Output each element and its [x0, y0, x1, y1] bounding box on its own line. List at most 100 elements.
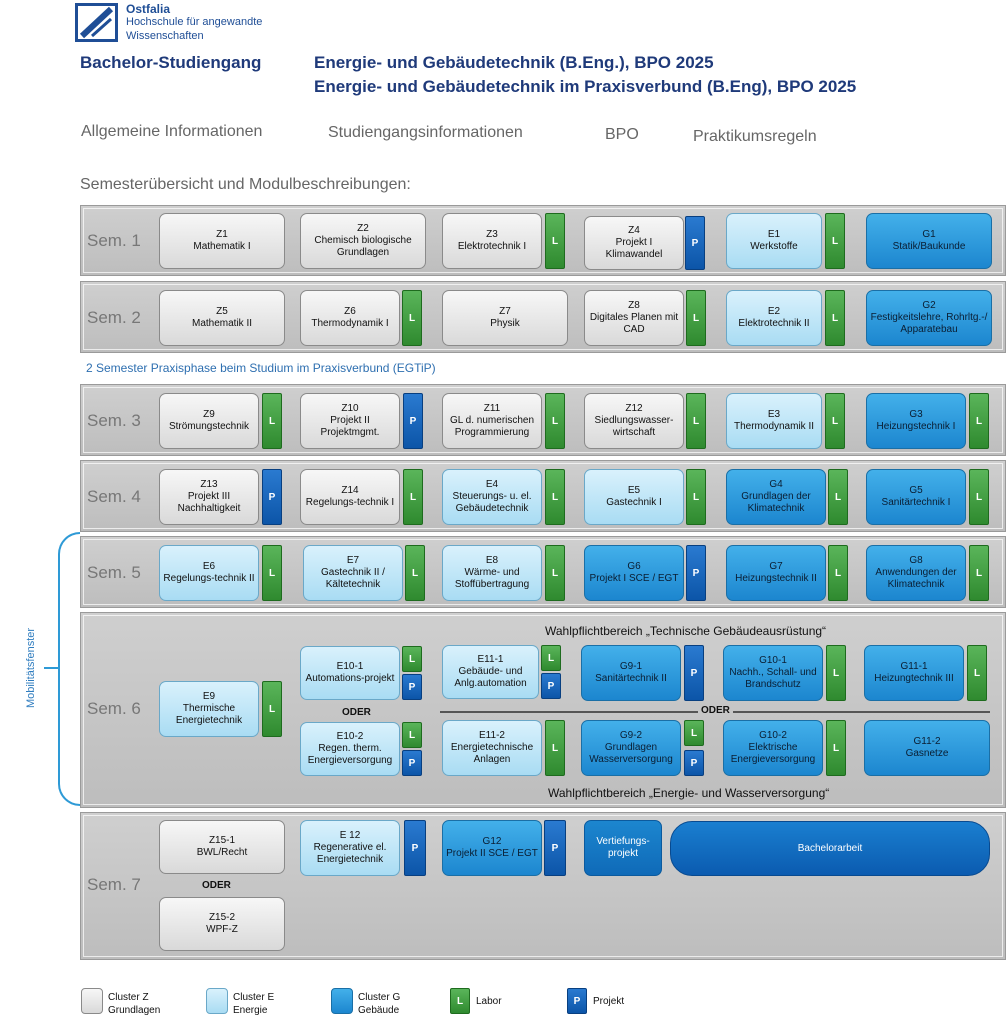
projekt-tag[interactable]: P — [404, 820, 426, 876]
nav-allgemeine-informationen[interactable]: Allgemeine Informationen — [81, 123, 263, 140]
labor-tag[interactable]: L — [828, 545, 848, 601]
projekt-tag[interactable]: P — [685, 216, 705, 270]
module-bachelorarbeit[interactable]: Bachelorarbeit — [670, 821, 990, 876]
labor-tag[interactable]: L — [262, 545, 282, 601]
labor-tag[interactable]: L — [825, 213, 845, 269]
projekt-tag[interactable]: P — [262, 469, 282, 525]
labor-tag[interactable]: L — [545, 720, 565, 776]
labor-tag[interactable]: L — [545, 545, 565, 601]
labor-tag[interactable]: L — [545, 213, 565, 269]
labor-tag[interactable]: L — [826, 720, 846, 776]
nav-praktikumsregeln[interactable]: Praktikumsregeln — [693, 128, 817, 145]
projekt-tag[interactable]: P — [403, 393, 423, 449]
labor-tag[interactable]: L — [545, 393, 565, 449]
labor-tag[interactable]: L — [967, 645, 987, 701]
semester-label: Sem. 2 — [87, 308, 141, 327]
labor-tag[interactable]: L — [402, 290, 422, 346]
projekt-tag[interactable]: P — [684, 645, 704, 701]
labor-tag[interactable]: L — [686, 393, 706, 449]
projekt-tag[interactable]: P — [541, 673, 561, 699]
labor-tag[interactable]: L — [686, 290, 706, 346]
ostfalia-logo-icon — [75, 3, 118, 42]
labor-tag[interactable]: L — [545, 469, 565, 525]
projekt-tag[interactable]: P — [686, 545, 706, 601]
logo-name: Ostfalia — [126, 2, 171, 16]
module-vertiefungsprojekt[interactable]: Vertiefungs-projekt — [584, 820, 662, 876]
labor-tag[interactable]: L — [969, 393, 989, 449]
labor-tag[interactable]: L — [262, 393, 282, 449]
labor-tag[interactable]: L — [969, 469, 989, 525]
nav-studiengangsinformationen[interactable]: Studiengangsinformationen — [328, 124, 523, 141]
mobility-bracket-tick — [44, 667, 58, 669]
projekt-tag[interactable]: P — [684, 750, 704, 776]
labor-tag[interactable]: L — [825, 290, 845, 346]
labor-tag[interactable]: L — [825, 393, 845, 449]
labor-tag[interactable]: L — [684, 720, 704, 746]
wahlpflicht-tga-label: Wahlpflichtbereich „Technische Gebäudeau… — [545, 624, 827, 638]
labor-tag[interactable]: L — [826, 645, 846, 701]
projekt-tag[interactable]: P — [402, 750, 422, 776]
legend-cluster-e-swatch — [206, 988, 228, 1014]
labor-tag[interactable]: L — [403, 469, 423, 525]
labor-tag[interactable]: L — [541, 645, 561, 671]
labor-tag[interactable]: L — [828, 469, 848, 525]
projekt-tag[interactable]: P — [402, 674, 422, 700]
nav-bpo[interactable]: BPO — [605, 126, 639, 143]
labor-tag[interactable]: L — [402, 646, 422, 672]
projekt-tag[interactable]: P — [544, 820, 566, 876]
labor-tag[interactable]: L — [405, 545, 425, 601]
oder-label: ODER — [202, 880, 231, 891]
labor-tag[interactable]: L — [262, 681, 282, 737]
labor-tag[interactable]: L — [969, 545, 989, 601]
labor-tag[interactable]: L — [686, 469, 706, 525]
labor-tag[interactable]: L — [402, 722, 422, 748]
